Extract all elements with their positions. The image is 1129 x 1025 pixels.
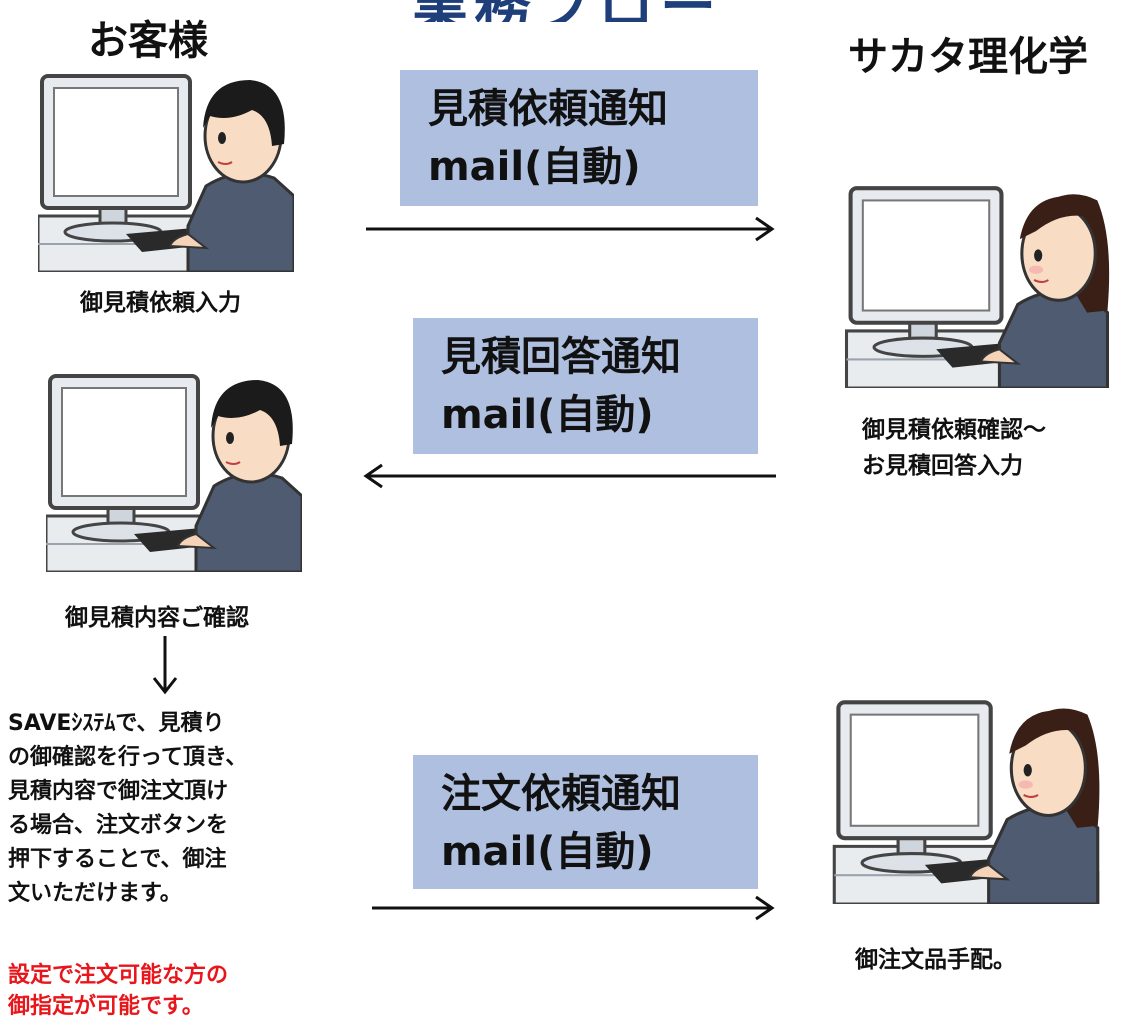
arrow-right-icon [372, 895, 775, 921]
mail-title: 注文依頼通知 [441, 771, 681, 817]
customer-label: お客様 [88, 18, 208, 64]
mail-title: 見積依頼通知 [428, 86, 668, 132]
mail-quote-answer: 見積回答通知 mail(自動) [413, 318, 758, 454]
man-at-computer-icon [176, 380, 302, 572]
company-label: サカタ理化学 [848, 34, 1088, 80]
description-line: SAVEｼｽﾃﾑで、見積り [8, 711, 225, 736]
description-line: 見積内容で御注文頂け [8, 779, 229, 804]
mail-subtitle: mail(自動) [428, 144, 641, 190]
order-description: SAVEｼｽﾃﾑで、見積り の御確認を行って頂き、 見積内容で御注文頂け る場合… [8, 707, 247, 911]
step-customer-request: 御見積依頼入力 [80, 290, 241, 316]
step-company-arrange: 御注文品手配。 [855, 947, 1016, 973]
step-customer-check: 御見積内容ご確認 [65, 605, 249, 631]
mail-subtitle: mail(自動) [441, 392, 654, 438]
arrow-down-icon [152, 636, 178, 695]
order-permission-note: 設定で注文可能な方の 御指定が可能です。 [8, 960, 228, 1022]
diagram-title: 業務フロー [412, 0, 712, 22]
staff-computer-illustration [838, 178, 1116, 388]
mail-subtitle: mail(自動) [441, 829, 654, 875]
description-line: の御確認を行って頂き、 [8, 745, 248, 770]
description-line: 押下することで、御注 [8, 847, 227, 872]
mail-quote-request: 見積依頼通知 mail(自動) [400, 70, 758, 206]
customer-computer-illustration [38, 74, 294, 272]
woman-at-computer-icon [979, 194, 1110, 388]
customer-computer-illustration-2 [46, 374, 302, 572]
step-company-confirm-line1: 御見積依頼確認～ [862, 417, 1046, 443]
woman-at-computer-icon [968, 708, 1100, 904]
description-line: る場合、注文ボタンを [8, 813, 229, 838]
arrow-right-icon [366, 216, 775, 242]
description-line: 文いただけます。 [8, 881, 182, 906]
step-company-confirm-line2: お見積回答入力 [862, 453, 1023, 479]
mail-title: 見積回答通知 [441, 334, 681, 380]
mail-order-request: 注文依頼通知 mail(自動) [413, 755, 758, 889]
note-line: 設定で注文可能な方の [8, 963, 229, 988]
arrow-left-icon [363, 463, 776, 489]
note-line: 御指定が可能です。 [8, 994, 204, 1019]
staff-computer-illustration-2 [826, 692, 1106, 904]
man-at-computer-icon [168, 80, 294, 272]
